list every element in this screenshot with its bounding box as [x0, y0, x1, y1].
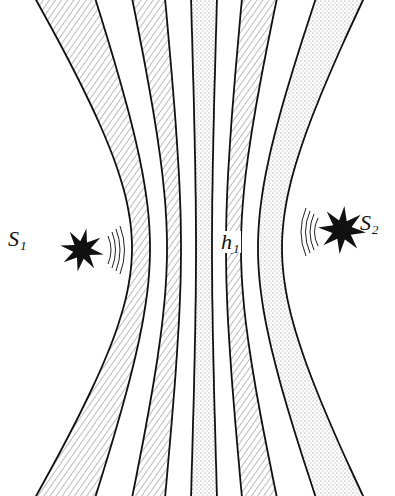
fringe-line — [94, 0, 150, 496]
source-star — [60, 206, 366, 272]
fringe-line — [132, 0, 167, 496]
fringe-band — [191, 0, 217, 496]
fringe-line — [241, 0, 277, 496]
source-label: S₂ — [360, 212, 379, 234]
fringe-line — [212, 0, 217, 496]
fringe-band — [258, 0, 365, 496]
point-label: h₁ — [220, 231, 241, 253]
fringe-line — [165, 0, 181, 496]
fringe-line — [282, 0, 365, 496]
fringe-line — [258, 0, 317, 496]
wave-arcs — [108, 208, 318, 274]
source-label: S₁ — [8, 228, 27, 250]
fringe-band — [132, 0, 181, 496]
fringe-line — [191, 0, 196, 496]
fringe-band — [34, 0, 150, 496]
